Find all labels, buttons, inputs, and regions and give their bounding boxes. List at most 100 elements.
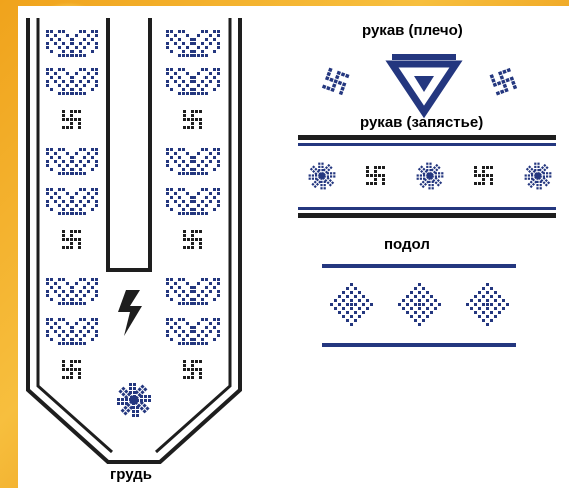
stitch	[95, 68, 98, 71]
label-sleeve-wrist: рукав (запястье)	[360, 114, 484, 131]
stitch	[217, 294, 220, 297]
stitch	[326, 181, 330, 185]
stitch	[178, 76, 181, 79]
stitch	[346, 287, 349, 290]
stitch	[190, 80, 193, 83]
stitch	[311, 174, 314, 177]
stitch	[490, 303, 493, 306]
stitch	[70, 110, 73, 113]
stitch	[197, 282, 200, 285]
stitch	[148, 399, 151, 402]
stitch	[536, 184, 539, 187]
stitch	[170, 76, 173, 79]
stitch	[62, 68, 65, 71]
stitch	[78, 376, 81, 379]
stitch	[140, 390, 145, 395]
stitch	[492, 82, 498, 88]
stitch	[182, 278, 185, 281]
stitch	[197, 34, 200, 37]
stitch	[193, 80, 196, 83]
stitch	[312, 169, 316, 174]
stitch	[436, 178, 440, 183]
stitch	[346, 295, 349, 298]
stitch	[191, 372, 194, 375]
stitch	[534, 165, 537, 168]
stitch	[328, 178, 332, 183]
stitch	[486, 174, 489, 177]
stitch	[199, 126, 202, 129]
stitch	[142, 409, 147, 414]
stitch	[174, 72, 177, 75]
stitch	[195, 368, 198, 371]
stitch	[341, 82, 347, 87]
solar-sign	[62, 230, 81, 249]
stitch	[91, 68, 94, 71]
stitch	[350, 323, 353, 326]
stitch	[91, 168, 94, 171]
stitch	[71, 342, 74, 345]
stitch	[329, 77, 334, 83]
stitch	[95, 330, 98, 333]
stitch	[321, 84, 327, 89]
stitch	[190, 156, 193, 159]
stitch	[132, 406, 135, 409]
petal-motif	[193, 148, 220, 175]
stitch	[83, 318, 86, 321]
stitch	[46, 68, 49, 71]
stitch	[474, 182, 477, 185]
stitch	[209, 72, 212, 75]
stitch	[83, 164, 86, 167]
stitch	[46, 322, 49, 325]
star-petal	[534, 162, 540, 175]
stitch	[366, 170, 369, 173]
stitch	[170, 338, 173, 341]
stitch	[91, 38, 94, 41]
stitch	[421, 185, 425, 189]
star-center	[318, 172, 325, 179]
stitch	[170, 38, 173, 41]
stitch	[482, 319, 485, 322]
stitch	[197, 152, 200, 155]
petal-motif	[193, 278, 220, 305]
stitch	[121, 386, 126, 391]
stitch	[321, 165, 324, 168]
stitch	[527, 174, 530, 177]
stitch	[536, 180, 539, 183]
stitch	[50, 286, 53, 289]
stitch	[174, 200, 177, 203]
stitch	[186, 34, 189, 37]
stitch	[489, 74, 495, 79]
star-petal	[136, 395, 151, 402]
stitch	[438, 175, 441, 178]
stitch	[75, 204, 78, 207]
stitch	[91, 188, 94, 191]
chest-motifs	[46, 30, 220, 417]
stitch	[406, 303, 409, 306]
stitch	[197, 164, 200, 167]
stitch	[323, 187, 326, 190]
stitch	[71, 168, 74, 171]
stitch	[186, 212, 189, 215]
petal-motif	[46, 68, 73, 95]
stitch	[62, 126, 65, 129]
stitch	[190, 302, 193, 305]
stitch	[183, 238, 186, 241]
stitch	[205, 54, 208, 57]
stitch	[62, 338, 65, 341]
stitch	[486, 303, 489, 306]
stitch	[217, 322, 220, 325]
stitch	[324, 166, 329, 170]
stitch	[382, 178, 385, 181]
stitch	[186, 164, 189, 167]
stitch	[418, 303, 421, 306]
stitch	[66, 72, 69, 75]
stitch	[54, 152, 57, 155]
star-center	[130, 396, 137, 403]
petal-motif	[71, 148, 98, 175]
stitch	[183, 368, 186, 371]
stitch	[58, 172, 61, 175]
stitch	[166, 200, 169, 203]
stitch	[74, 110, 77, 113]
stitch	[144, 395, 147, 398]
stitch	[190, 38, 193, 41]
